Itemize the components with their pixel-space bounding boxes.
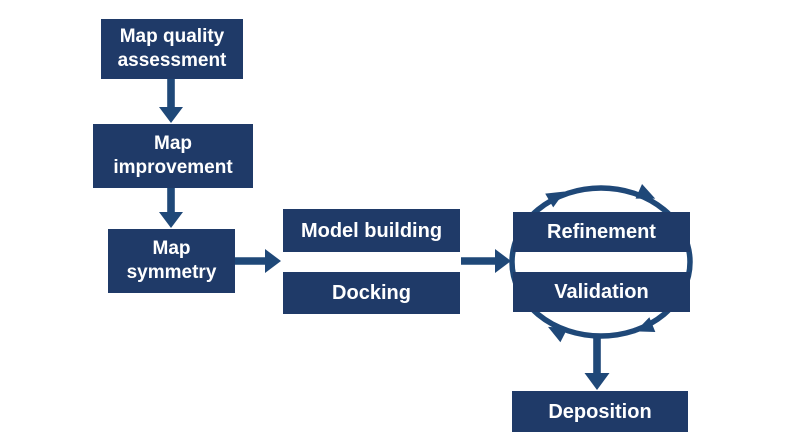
cycle-arrowhead-bottom-left-icon	[547, 326, 568, 343]
arrow-building-to-refinement	[461, 249, 511, 273]
box-label-line: symmetry	[126, 262, 217, 283]
box-validation: Validation	[513, 272, 690, 312]
box-label-line: Docking	[332, 282, 411, 304]
box-model-building: Model building	[283, 209, 460, 252]
box-label-line: Refinement	[547, 221, 656, 243]
box-map-symmetry: Map symmetry	[108, 229, 235, 293]
arrow-quality-to-improvement	[159, 79, 183, 123]
arrow-symmetry-to-building	[235, 249, 281, 273]
box-deposition: Deposition	[512, 391, 688, 432]
cycle-arrowhead-top-right-icon	[635, 184, 656, 199]
box-refinement: Refinement	[513, 212, 690, 252]
box-label-line: Map	[154, 133, 192, 154]
box-map-quality-assessment: Map quality assessment	[101, 19, 243, 79]
box-label-line: Model building	[300, 219, 443, 242]
box-map-improvement: Map improvement	[93, 124, 253, 188]
box-label-line: Validation	[554, 281, 649, 303]
refine-validate-cycle-circle	[509, 185, 693, 339]
box-label-line: assessment	[117, 50, 227, 71]
box-docking: Docking	[283, 272, 460, 314]
cycle-arrowhead-top-left-icon	[545, 191, 565, 208]
box-label-line: improvement	[113, 157, 233, 178]
arrow-cycle-to-deposition	[584, 337, 610, 390]
arrow-improvement-to-symmetry	[159, 188, 183, 228]
box-label-line: Deposition	[548, 400, 652, 423]
box-label-line: Map	[152, 238, 191, 259]
cycle-arrowhead-bottom-right-icon	[635, 317, 656, 333]
box-label-line: Map quality	[119, 26, 225, 47]
